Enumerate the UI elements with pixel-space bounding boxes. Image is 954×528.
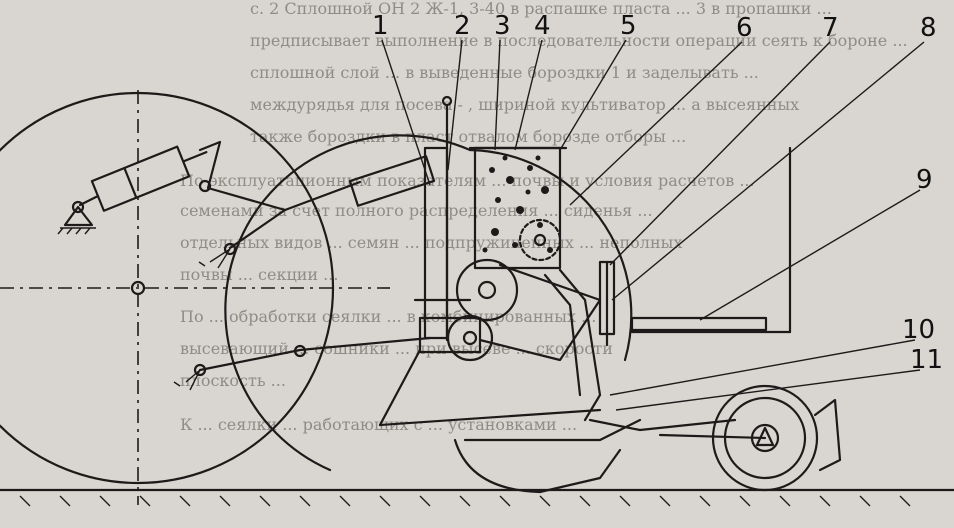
callout-4: 4: [534, 11, 551, 41]
callout-8: 8: [920, 13, 937, 43]
background-text-line: предписывает выполнение в последовательн…: [250, 31, 908, 50]
background-text-line: По эксплуатационным показателям ... почв…: [180, 171, 755, 190]
metering-disc: [446, 218, 562, 362]
callout-7: 7: [822, 13, 839, 43]
coulter-tube: [543, 260, 616, 422]
background-text-line: К ... сеялки ... работающих с ... устано…: [180, 415, 577, 434]
foot-platform: [630, 146, 792, 334]
background-text-line: отдельных видов ... семян ... подпружине…: [180, 233, 682, 252]
background-text-line: сплошной слой ... в выведенные бороздки …: [250, 63, 759, 82]
callout-leaders: [381, 39, 925, 411]
seeder-frame: [413, 95, 482, 354]
callout-3: 3: [494, 11, 511, 41]
background-text-line: почвы ... секции ...: [180, 265, 338, 284]
hydraulic-cylinder: [57, 145, 208, 235]
background-text-line: с. 2 Сплошной ОН 2 Ж-1, 3-40 в распашке …: [250, 0, 832, 18]
background-text-line: также бороздки в пласт отвалом борозде о…: [250, 127, 686, 146]
ground-line: [0, 488, 954, 507]
tractor-wheel: [0, 90, 390, 505]
background-text-line: плоскость ...: [180, 371, 286, 390]
background-text-line: междурядья для посева - , шириной культи…: [250, 95, 799, 114]
callout-11: 11: [910, 345, 943, 375]
lower-linkage: [173, 336, 432, 391]
background-text-block: с. 2 Сплошной ОН 2 Ж-1, 3-40 в распашке …: [180, 0, 908, 434]
seed-hopper: [468, 146, 568, 270]
callout-5: 5: [620, 11, 637, 41]
callout-10: 10: [902, 315, 935, 345]
callout-6: 6: [736, 13, 753, 43]
callout-labels: 1 2 3 4 5 6 7 8 9 10 11: [372, 11, 943, 375]
upper-linkage: [198, 140, 436, 269]
background-text-line: По ... обработки сеялки ... в комбиниров…: [180, 307, 596, 326]
callout-2: 2: [454, 11, 471, 41]
callout-9: 9: [916, 165, 933, 195]
callout-1: 1: [372, 11, 389, 41]
press-wheel: [658, 384, 842, 492]
furrow-opener-shoe: [378, 348, 737, 494]
